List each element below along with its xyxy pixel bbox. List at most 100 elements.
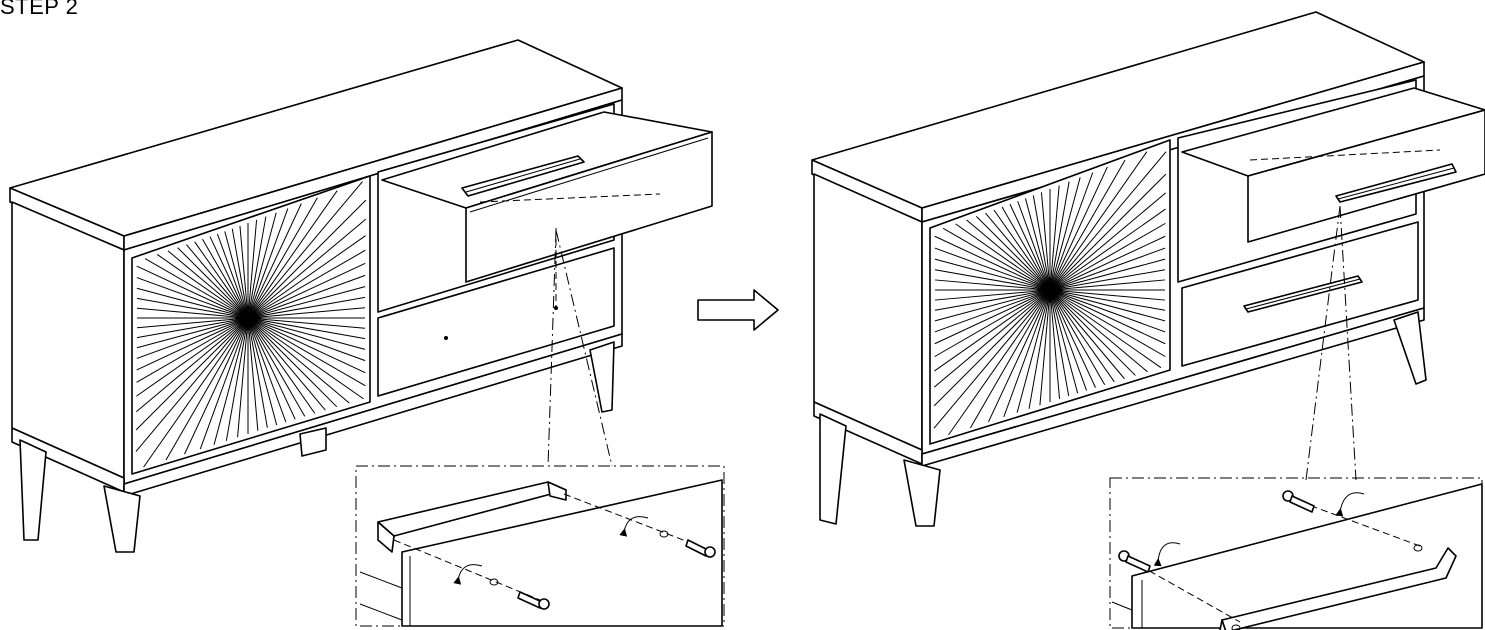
- sunburst-ray: [948, 289, 1051, 436]
- sunburst-ray: [136, 297, 249, 319]
- sunburst-ray: [247, 190, 338, 319]
- sunburst-ray: [1049, 258, 1166, 291]
- sunburst-ray: [1049, 289, 1106, 386]
- sunburst-ray: [1049, 269, 1166, 291]
- sunburst-ray: [136, 277, 249, 319]
- sunburst-ray: [1049, 181, 1070, 291]
- sunburst-ray: [1049, 172, 1094, 291]
- sunburst-ray: [1049, 235, 1166, 291]
- sunburst-ray: [933, 289, 1051, 429]
- left-cabinet-illustration: [9, 39, 713, 553]
- sunburst-ray: [247, 317, 278, 426]
- sunburst-ray: [247, 218, 367, 319]
- sunburst-ray: [135, 317, 249, 431]
- sunburst-ray: [247, 208, 289, 319]
- sunburst-ray: [247, 199, 367, 319]
- sunburst-ray: [136, 317, 249, 339]
- sunburst-ray: [942, 227, 1051, 291]
- sunburst-ray: [136, 317, 249, 349]
- sunburst-ray: [247, 317, 366, 374]
- sunburst-ray: [966, 219, 1051, 291]
- sunburst-ray: [1049, 289, 1162, 369]
- sunburst-ray: [247, 317, 366, 340]
- sunburst-ray: [247, 317, 287, 423]
- sunburst-ray: [934, 289, 1051, 358]
- sunburst-ray: [135, 317, 249, 452]
- sunburst-ray: [247, 317, 338, 408]
- sunburst-ray: [167, 250, 249, 319]
- sunburst-ray: [1049, 289, 1079, 394]
- right-arrow-icon: [697, 289, 779, 331]
- sunburst-ray: [1049, 185, 1060, 291]
- sunburst-ray: [1049, 289, 1070, 397]
- sunburst-center: [1044, 284, 1056, 296]
- sunburst-ray: [934, 247, 1051, 291]
- sunburst-ray: [184, 317, 249, 455]
- sunburst-ray: [933, 289, 1051, 407]
- sunburst-ray: [976, 216, 1051, 291]
- sunburst-ray: [194, 241, 249, 319]
- sunburst-ray: [247, 235, 366, 319]
- sunburst-ray: [247, 274, 366, 319]
- sunburst-ray: [1049, 289, 1166, 345]
- sunburst-ray: [1049, 279, 1166, 291]
- sunburst-ray: [1049, 289, 1088, 391]
- sunburst-ray: [1032, 195, 1051, 291]
- sunburst-ray: [1049, 151, 1167, 291]
- sunburst-ray: [247, 307, 366, 319]
- sunburst-ray: [934, 279, 1051, 291]
- sunburst-ray: [136, 317, 249, 371]
- sunburst-ray: [1049, 289, 1166, 322]
- sunburst-ray: [969, 289, 1051, 429]
- sunburst-ray: [1049, 159, 1126, 291]
- sunburst-ray: [247, 317, 259, 431]
- sunburst-ray: [934, 289, 1051, 372]
- sunburst-ray: [1049, 289, 1148, 373]
- sunburst-ray: [247, 219, 258, 319]
- sunburst-ray: [247, 197, 318, 319]
- sunburst-ray: [213, 317, 249, 445]
- left-sunburst-pattern: [135, 181, 367, 468]
- sunburst-ray: [1049, 151, 1148, 291]
- sunburst-ray: [247, 317, 316, 414]
- sunburst-ray: [247, 317, 268, 428]
- sunburst-ray: [136, 317, 249, 383]
- left-detail-callout: [355, 465, 725, 627]
- sunburst-ray: [144, 258, 249, 319]
- sunburst-ray: [1049, 289, 1166, 333]
- sunburst-ray: [934, 258, 1051, 291]
- sunburst-ray: [1003, 289, 1051, 418]
- sunburst-ray: [1049, 177, 1081, 291]
- sunburst-ray: [247, 317, 366, 362]
- sunburst-ray: [1049, 247, 1166, 291]
- sunburst-ray: [1001, 206, 1051, 291]
- sunburst-ray: [247, 317, 296, 420]
- sunburst-ray: [136, 317, 249, 359]
- sunburst-ray: [237, 317, 249, 438]
- sunburst-ray: [239, 225, 249, 319]
- sunburst-ray: [136, 265, 249, 319]
- sunburst-ray: [224, 231, 249, 319]
- sunburst-ray: [1049, 222, 1166, 291]
- sunburst-ray: [1040, 192, 1051, 291]
- sunburst-ray: [1016, 289, 1051, 413]
- sunburst-ray: [136, 307, 249, 319]
- sunburst-ray: [247, 212, 277, 319]
- sunburst-ray: [1049, 289, 1166, 311]
- sunburst-ray: [247, 203, 302, 319]
- sunburst-ray: [1024, 198, 1051, 291]
- sunburst-ray: [225, 317, 249, 441]
- right-detail-callout: [1109, 477, 1483, 630]
- sunburst-ray: [177, 247, 249, 319]
- sunburst-ray: [143, 317, 249, 468]
- sunburst-ray: [1049, 289, 1136, 376]
- sunburst-ray: [1049, 289, 1096, 388]
- sunburst-ray: [186, 244, 249, 319]
- sunburst-ray: [934, 269, 1051, 291]
- sunburst-ray: [136, 287, 249, 319]
- sunburst-ray: [993, 209, 1051, 291]
- sunburst-ray: [247, 317, 350, 404]
- sunburst-ray: [231, 228, 249, 319]
- sunburst-ray: [1049, 289, 1166, 358]
